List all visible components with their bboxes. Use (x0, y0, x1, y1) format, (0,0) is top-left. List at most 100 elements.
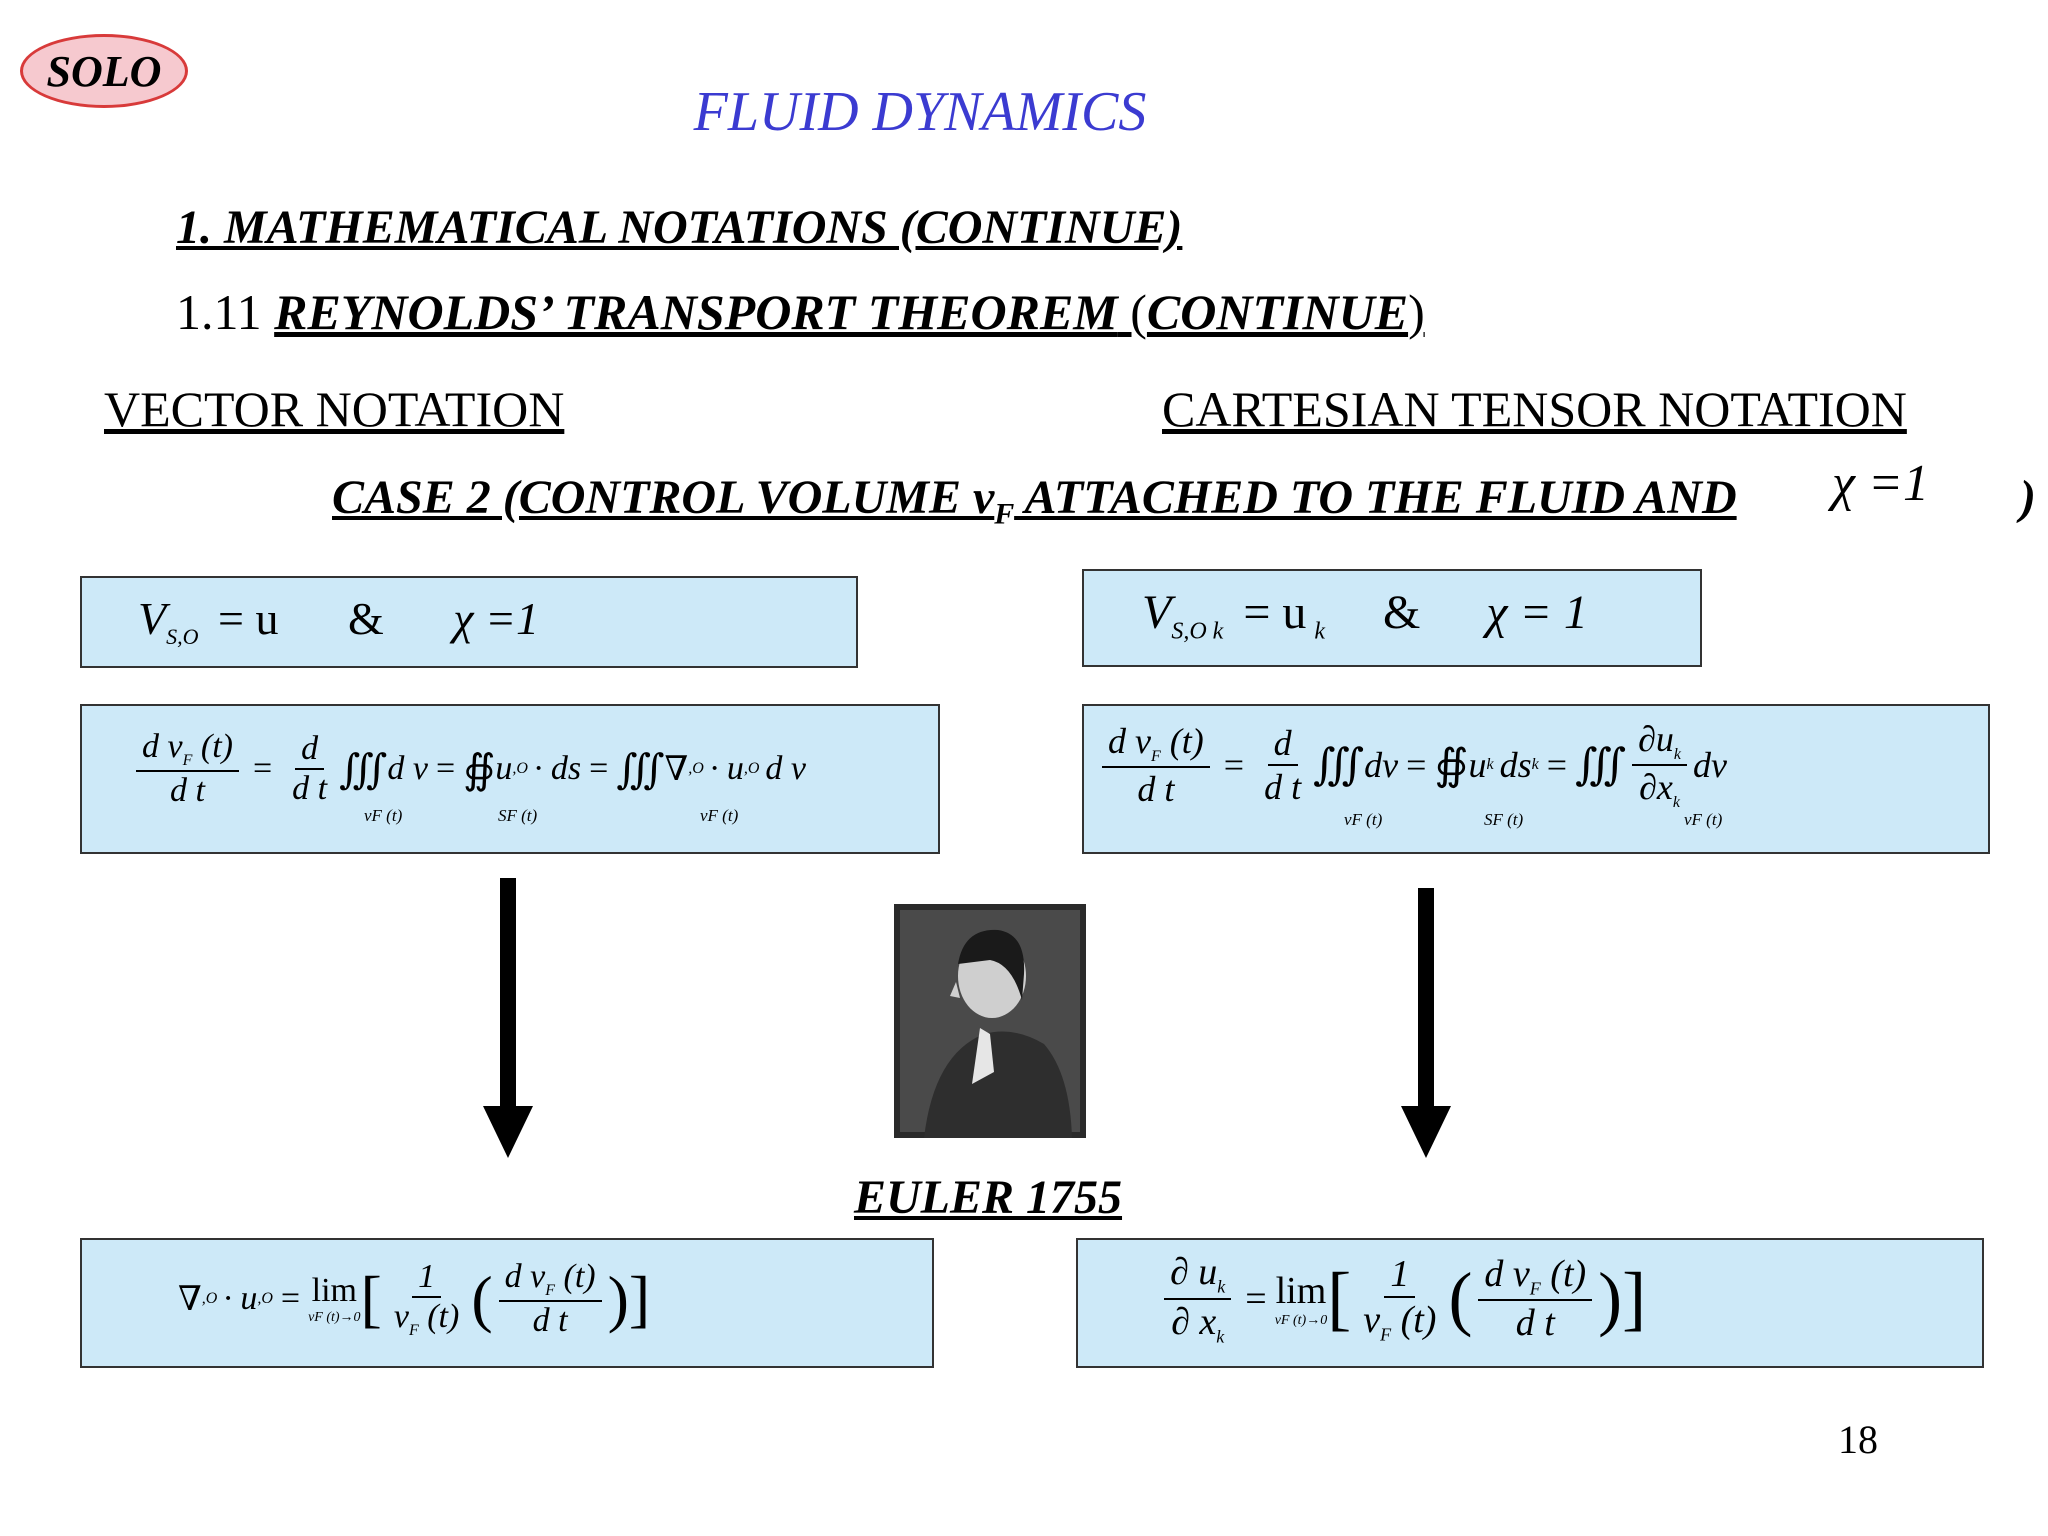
int2: u (495, 749, 513, 787)
k: k (1672, 794, 1681, 812)
dvdt-fraction: d vF (t)d t (1478, 1252, 1593, 1346)
den: d t (1137, 769, 1175, 810)
eq-k: k (1314, 618, 1326, 645)
surface-integral-icon: ∯ (1434, 742, 1469, 790)
den: d t (292, 769, 328, 807)
u-sub: ,O (257, 1289, 273, 1307)
eq-amp: & (1383, 586, 1421, 639)
nabla-sub: ,O (688, 759, 704, 777)
den: d t (532, 1301, 568, 1339)
euler-caption: EULER 1755 (854, 1171, 1123, 1224)
num: 1 (1384, 1252, 1416, 1298)
int2-ds: · ds (533, 749, 582, 787)
t: (t) (192, 728, 233, 765)
num: ∂ u (1170, 1251, 1218, 1293)
den: d t (1264, 767, 1302, 808)
region-v-label-2: vF (t) (1684, 810, 1723, 829)
num: d v (142, 728, 183, 765)
nabla: ∇ (178, 1280, 202, 1318)
eq-rhs: = u (1243, 586, 1307, 639)
dvdt-fraction: d vF (t) d t (1102, 720, 1210, 810)
region-v-label: vF (t) (364, 806, 403, 825)
lim-sub: vF (t)→0 (1274, 1312, 1328, 1328)
triple-integral-icon: ∭ (1313, 742, 1365, 790)
section-heading: 1. MATHEMATICAL NOTATIONS (CONTINUE) (176, 201, 1183, 254)
sub: F (545, 1281, 556, 1299)
sub: F (1529, 1278, 1541, 1299)
lim-text: lim (1275, 1269, 1327, 1312)
paren-open: ( (1117, 284, 1147, 340)
eq-rhs: = u (218, 593, 279, 644)
den-sub: F (408, 1321, 419, 1339)
vector-notation-label: VECTOR NOTATION (104, 381, 565, 437)
subsection-heading: 1.11 REYNOLDS’ TRANSPORT THEOREM (CONTIN… (176, 283, 1425, 341)
subsection-number: 1.11 (176, 284, 275, 340)
den: ∂ x (1171, 1300, 1217, 1343)
triple-integral-icon: ∭ (616, 746, 665, 792)
logo-text: SOLO (46, 46, 162, 96)
nabla-sub: ,O (201, 1289, 218, 1307)
num: d v (504, 1258, 546, 1295)
dv: d v (765, 749, 807, 787)
down-arrow-right-icon (1401, 1106, 1451, 1158)
k: k (1486, 756, 1494, 774)
int1: d v (387, 749, 428, 787)
t: (t) (1160, 721, 1204, 762)
lim-sub: vF (t)→0 (308, 1309, 361, 1325)
triple-integral-icon: ∭ (339, 746, 388, 792)
case-close: ) (2020, 471, 2036, 524)
down-arrow-left-icon (483, 1106, 533, 1158)
k: k (1217, 1276, 1226, 1297)
slide-title: FLUID DYNAMICS (693, 81, 1147, 143)
den: d t (170, 771, 205, 809)
den-t: (t) (418, 1298, 460, 1335)
sub: F (182, 751, 193, 769)
num: ∂u (1638, 719, 1674, 759)
case-sub: F (994, 497, 1015, 531)
partial-fraction: ∂ uk∂ xk (1164, 1250, 1232, 1347)
num: d v (1108, 721, 1151, 762)
int2: u (1468, 745, 1487, 786)
sub: F (1150, 748, 1161, 766)
down-arrow-right-shaft (1418, 888, 1434, 1108)
case-text2: ATTACHED TO THE FLUID AND (1014, 471, 1737, 524)
dvdt-fraction: d vF (t)d t (498, 1258, 602, 1340)
case-heading: CASE 2 (CONTROL VOLUME vF ATTACHED TO TH… (332, 455, 2036, 532)
den: d t (1515, 1302, 1555, 1345)
k: k (1216, 1326, 1225, 1347)
lim-text: lim (311, 1271, 357, 1309)
case-text: CASE 2 (CONTROL VOLUME v (332, 471, 995, 524)
triple-integral-icon: ∭ (1575, 742, 1627, 790)
nabla: ∇ (664, 750, 689, 788)
partial-fraction: ∂uk∂xk (1632, 718, 1688, 812)
subsection-title: REYNOLDS’ TRANSPORT THEOREM (274, 284, 1118, 340)
paren-close: ) (1408, 284, 1425, 340)
den-t: (t) (1391, 1298, 1437, 1341)
num: d (295, 730, 325, 770)
t: (t) (1540, 1252, 1587, 1295)
int1: dv (1364, 745, 1399, 786)
ds: ds (1499, 745, 1532, 786)
surface-integral-icon: ∯ (463, 746, 496, 792)
num: 1 (412, 1258, 442, 1298)
vector-definition-eq: VS,O = u & χ =1 (138, 592, 539, 650)
eq-sub: S,O k (1171, 618, 1224, 645)
euler-portrait (894, 904, 1086, 1138)
k: k (1673, 746, 1682, 764)
region-s-label: SF (t) (498, 806, 538, 825)
case-chi: χ =1 (1832, 455, 1929, 512)
eq-V: V (1142, 586, 1172, 639)
den: ∂x (1639, 767, 1673, 808)
